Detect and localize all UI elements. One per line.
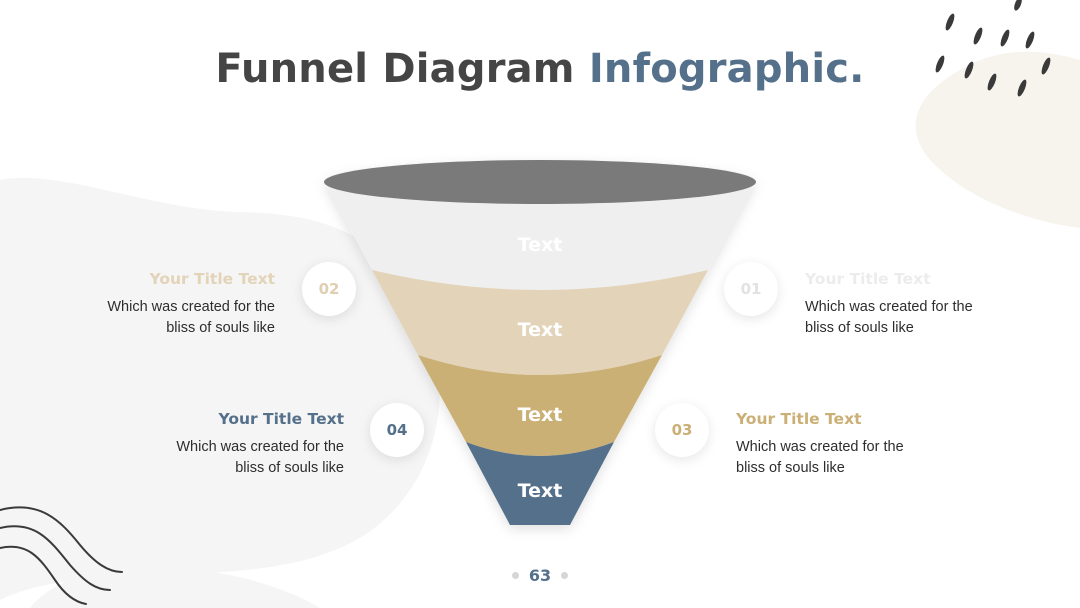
page-number: 63 — [528, 565, 552, 585]
funnel-segment-4-label: Text — [518, 480, 563, 502]
pager-dot-left — [511, 571, 519, 579]
item-04-title: Your Title Text — [218, 410, 344, 428]
item-01-desc: Which was created for the bliss of souls… — [805, 299, 973, 336]
rain-drops-decoration — [935, 0, 1051, 97]
bottom-gray-blob — [30, 566, 320, 608]
badge-04: 04 — [370, 403, 424, 457]
item-04-desc: Which was created for the bliss of souls… — [176, 439, 344, 476]
top-right-beige-blob — [915, 51, 1080, 228]
badge-02: 02 — [302, 262, 356, 316]
item-01-title: Your Title Text — [805, 270, 931, 288]
funnel-segment-4 — [466, 442, 614, 525]
item-03-title: Your Title Text — [736, 410, 862, 428]
slide-title: Funnel Diagram Infographic. — [0, 46, 1080, 92]
funnel-segment-2-label: Text — [518, 319, 563, 341]
pager-dot-right — [561, 571, 569, 579]
funnel-segment-3-label: Text — [518, 404, 563, 426]
page-indicator: 63 — [505, 565, 575, 585]
funnel-segment-2 — [372, 270, 708, 375]
item-02-desc: Which was created for the bliss of souls… — [107, 299, 275, 336]
title-accent: Infographic. — [588, 46, 865, 92]
badge-03: 03 — [655, 403, 709, 457]
item-02-title: Your Title Text — [149, 270, 275, 288]
funnel-top-rim — [324, 160, 756, 204]
item-03: Your Title Text Which was created for th… — [736, 410, 936, 479]
item-03-desc: Which was created for the bliss of souls… — [736, 439, 904, 476]
squiggle-lines-decoration — [0, 506, 123, 605]
title-main: Funnel Diagram — [215, 46, 575, 92]
funnel-segment-1 — [325, 182, 755, 290]
badge-01: 01 — [724, 262, 778, 316]
item-01: Your Title Text Which was created for th… — [805, 270, 1005, 339]
funnel-segment-1-label: Text — [518, 234, 563, 256]
item-02: Your Title Text Which was created for th… — [75, 270, 275, 339]
item-04: Your Title Text Which was created for th… — [144, 410, 344, 479]
funnel-segment-3 — [418, 355, 662, 456]
